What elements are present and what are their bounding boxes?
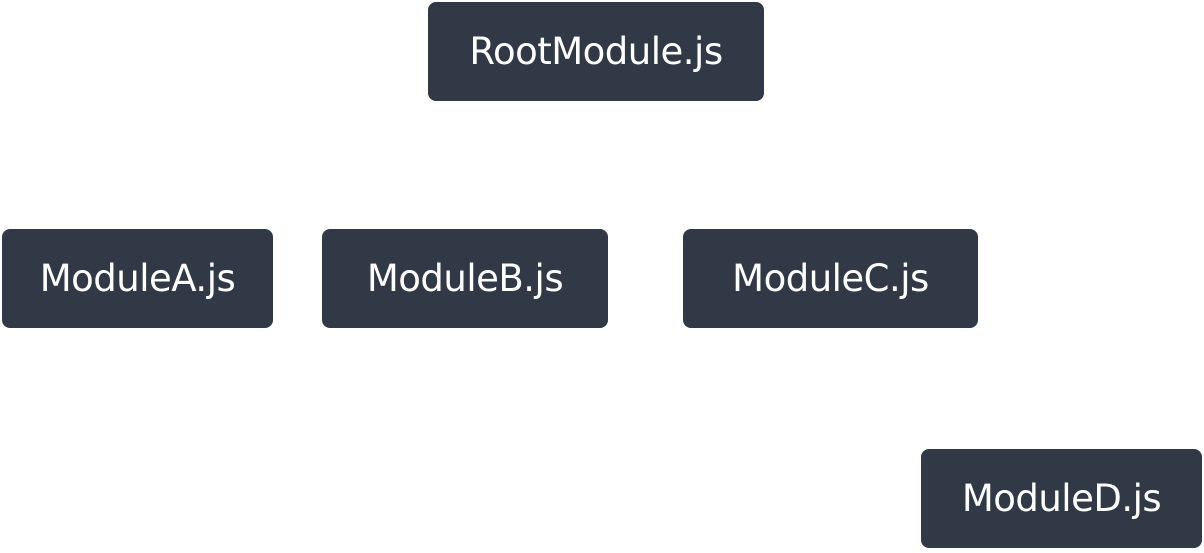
node-label: ModuleC.js (732, 257, 929, 300)
node-label: ModuleB.js (366, 257, 564, 300)
node-label: ModuleA.js (39, 257, 236, 300)
node-module-c: ModuleC.js (683, 229, 978, 328)
node-module-d: ModuleD.js (921, 449, 1202, 548)
node-root-module: RootModule.js (428, 2, 764, 101)
node-label: RootModule.js (469, 30, 723, 73)
node-module-b: ModuleB.js (322, 229, 608, 328)
node-module-a: ModuleA.js (2, 229, 273, 328)
node-label: ModuleD.js (961, 477, 1162, 520)
